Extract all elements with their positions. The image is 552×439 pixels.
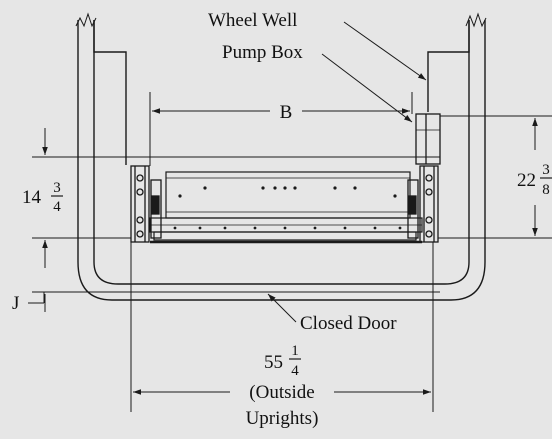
dimension-55-whole: 55 [264,352,283,373]
wheel-well-label: Wheel Well [208,10,297,31]
left-upright [130,165,162,243]
callout-wheel-well: Wheel Well [208,10,427,81]
outside-uprights-line1: (Outside [249,382,314,403]
dimension-b: B [152,102,410,123]
dimension-j-label: J [12,293,19,314]
vehicle-body-left [75,12,300,301]
dimension-22-denominator: 8 [542,182,550,198]
dimension-55-1-4: 55 1 4 (Outside Uprights) [133,343,431,429]
dimension-14-whole: 14 [22,187,42,208]
outside-uprights-line2: Uprights) [246,408,319,429]
pump-box-label: Pump Box [222,42,303,63]
right-upright [407,165,439,243]
dimension-55-denominator: 4 [291,363,299,379]
dimension-22-numerator: 3 [542,162,550,178]
dimension-22-3-8: 22 3 8 [517,118,552,236]
lift-platform [149,171,423,244]
dimension-14-denominator: 4 [53,199,61,215]
callout-closed-door: Closed Door [267,293,397,334]
dimension-22-whole: 22 [517,170,536,191]
extension-lines [32,92,552,412]
dimension-14-numerator: 3 [53,180,61,196]
dimension-14-3-4: 14 3 4 [22,128,63,268]
closed-door-label: Closed Door [300,313,397,334]
dimension-j: J [12,292,46,314]
callout-pump-box: Pump Box [222,42,413,123]
dimension-55-numerator: 1 [291,343,299,359]
vehicle-body-right [300,12,487,301]
pump-box [415,113,441,165]
dimension-b-label: B [280,102,293,123]
